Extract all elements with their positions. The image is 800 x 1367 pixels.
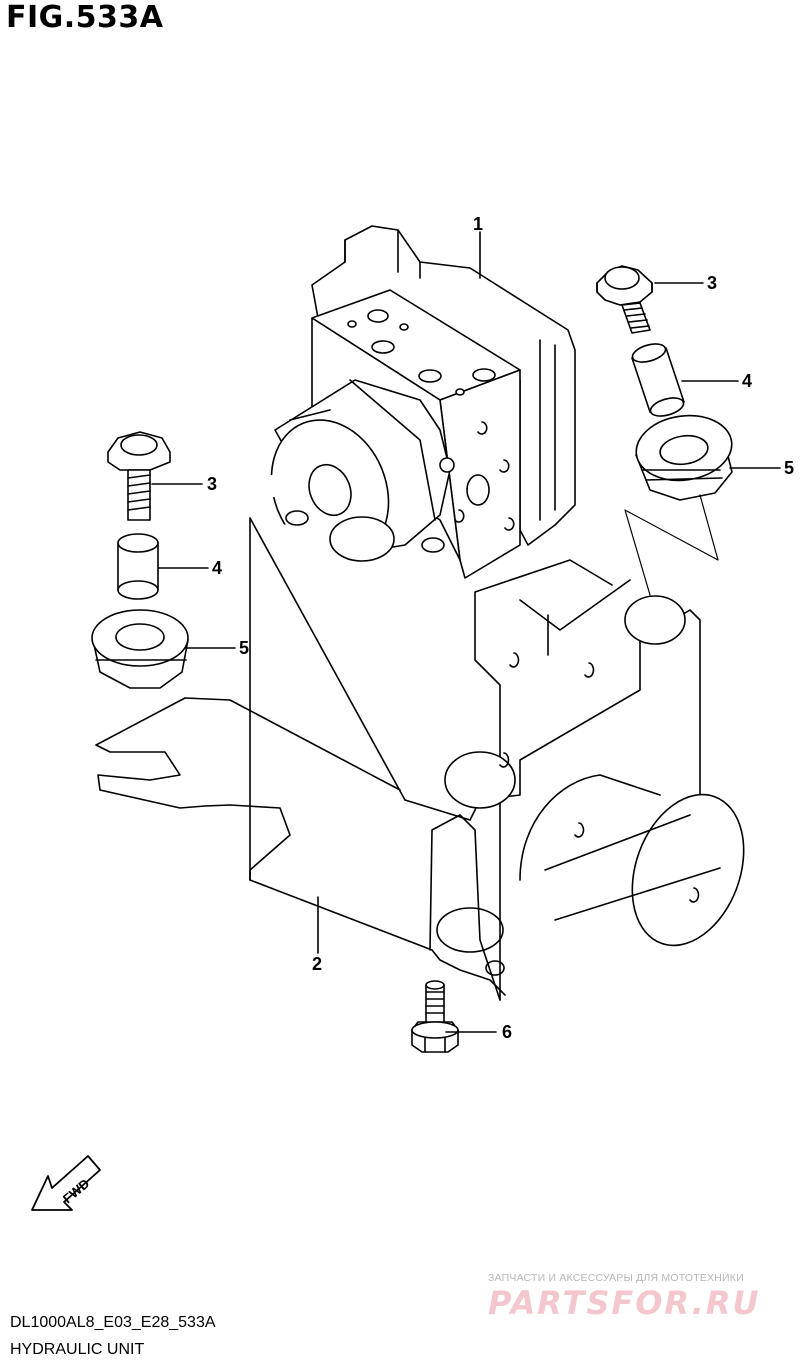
figure-caption: HYDRAULIC UNIT (10, 1341, 145, 1358)
callout-4-right: 4 (742, 371, 752, 391)
figure-code: DL1000AL8_E03_E28_533A (10, 1314, 216, 1331)
callout-4-left: 4 (212, 558, 222, 578)
fwd-arrow-icon: FWD (31, 1155, 101, 1211)
callout-5-left: 5 (239, 638, 249, 658)
watermark-logo: PARTSFOR.RU (488, 1284, 761, 1322)
callout-2: 2 (312, 954, 322, 974)
leader-lines (151, 231, 781, 1033)
bolt-left[interactable] (107, 431, 171, 521)
grommet-right[interactable] (632, 410, 736, 501)
callout-6: 6 (502, 1022, 512, 1042)
callout-5-right: 5 (784, 458, 794, 478)
collar-right[interactable] (630, 341, 685, 420)
watermark-tagline: ЗАПЧАСТИ И АКСЕССУАРЫ ДЛЯ МОТОТЕХНИКИ (488, 1272, 744, 1284)
collar-left[interactable] (117, 533, 159, 600)
callout-3-left: 3 (207, 474, 217, 494)
abs-bracket[interactable] (95, 470, 764, 1001)
bolt-right[interactable] (596, 265, 653, 334)
callout-3-right: 3 (707, 273, 717, 293)
figure-title: FIG.533A (6, 0, 164, 35)
grommet-left[interactable] (91, 609, 189, 689)
bolt-bottom[interactable] (411, 980, 459, 1053)
callout-1: 1 (473, 214, 483, 234)
